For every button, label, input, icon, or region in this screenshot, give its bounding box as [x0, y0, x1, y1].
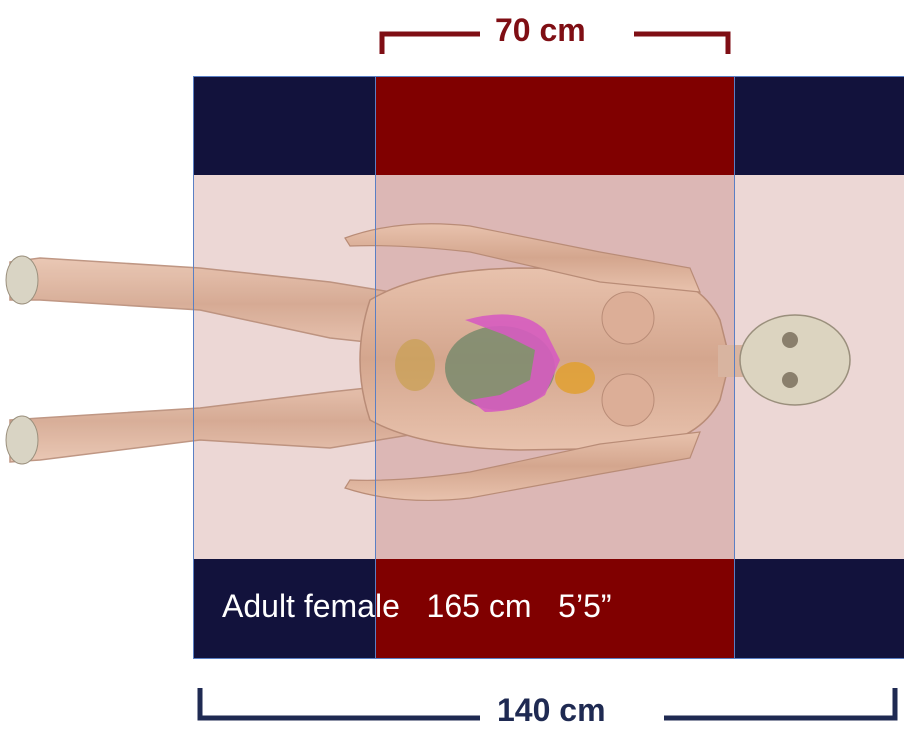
table-width-label: 140 cm [497, 692, 606, 729]
